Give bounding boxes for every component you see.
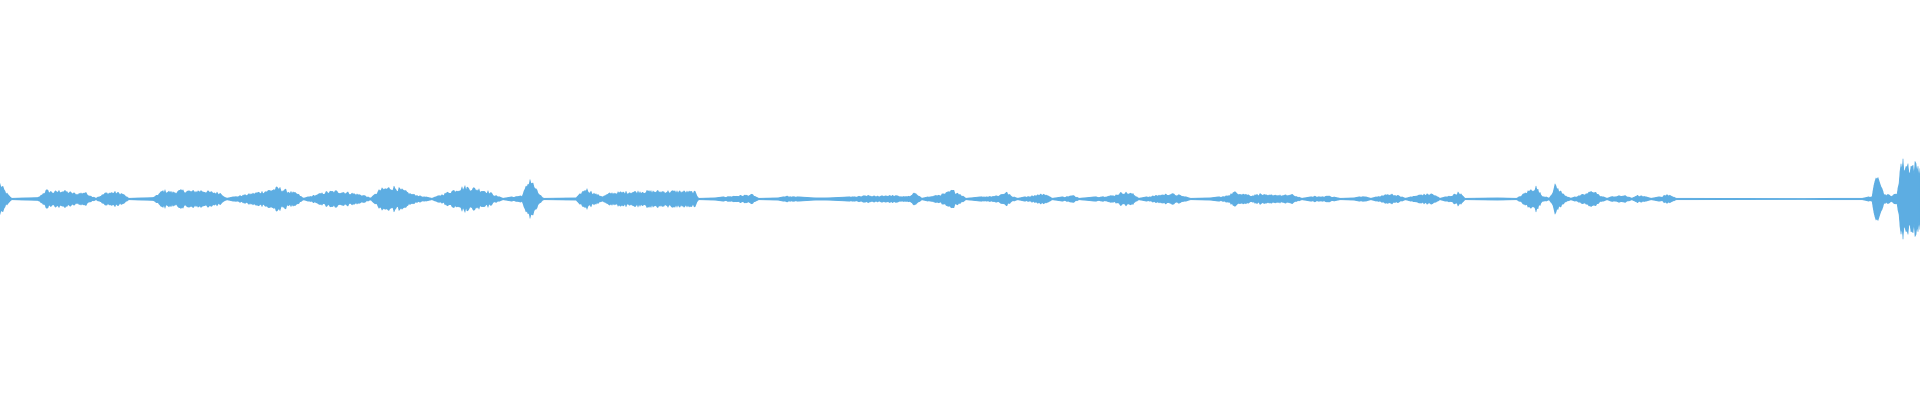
waveform-shape bbox=[0, 158, 1920, 240]
